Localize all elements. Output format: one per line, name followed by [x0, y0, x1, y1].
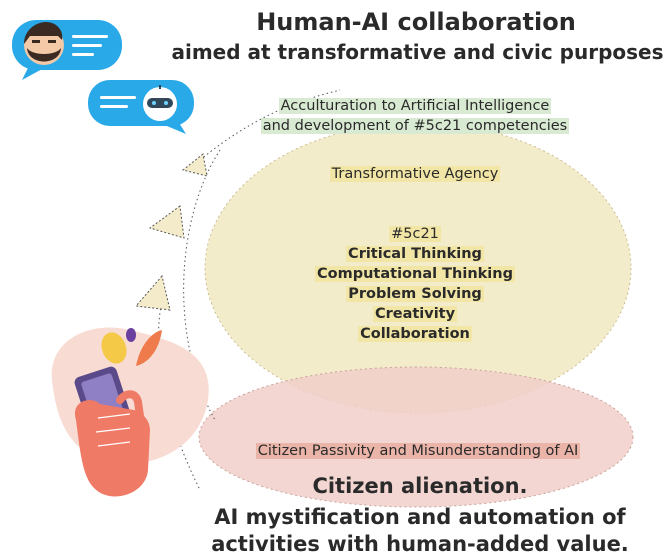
acculturation-line2: and development of #5c21 competencies — [260, 118, 570, 134]
alienation-line2: activities with human-added value. — [211, 532, 629, 556]
triangle-arrow-icon — [148, 205, 185, 239]
human-chat-bubble-icon — [12, 20, 122, 80]
competencies-heading: #5c21 — [389, 226, 441, 242]
transformative-agency-text: Transformative Agency — [329, 166, 501, 182]
alienation-title: Citizen alienation. — [312, 474, 528, 498]
hand-smartphone-icon — [51, 327, 209, 497]
transformative-agency-label: Transformative Agency — [310, 166, 520, 182]
alienation-line1: AI mystification and automation of — [214, 505, 626, 529]
alienation-description: AI mystification and automation of activ… — [190, 504, 650, 558]
dotted-path-outer — [199, 89, 341, 161]
competency-item: Collaboration — [358, 326, 472, 342]
triangle-arrow-icon — [135, 274, 171, 311]
competencies-list: #5c21 Critical Thinking Computational Th… — [300, 224, 530, 344]
competency-item: Problem Solving — [346, 286, 484, 302]
citizen-passivity-label: Citizen Passivity and Misunderstanding o… — [228, 443, 608, 459]
competency-item: Creativity — [372, 306, 458, 322]
triangle-arrow-icon — [181, 153, 208, 177]
citizen-passivity-text: Citizen Passivity and Misunderstanding o… — [255, 443, 581, 459]
acculturation-label: Acculturation to Artificial Intelligence… — [240, 96, 590, 136]
acculturation-line1: Acculturation to Artificial Intelligence — [278, 98, 552, 114]
competency-item: Computational Thinking — [315, 266, 515, 282]
diagram-title-line2: aimed at transformative and civic purpos… — [171, 40, 664, 64]
robot-chat-bubble-icon — [88, 80, 194, 134]
alienation-ellipse — [198, 366, 634, 508]
diagram-title-line1: Human-AI collaboration — [256, 8, 576, 36]
competency-item: Critical Thinking — [346, 246, 484, 262]
